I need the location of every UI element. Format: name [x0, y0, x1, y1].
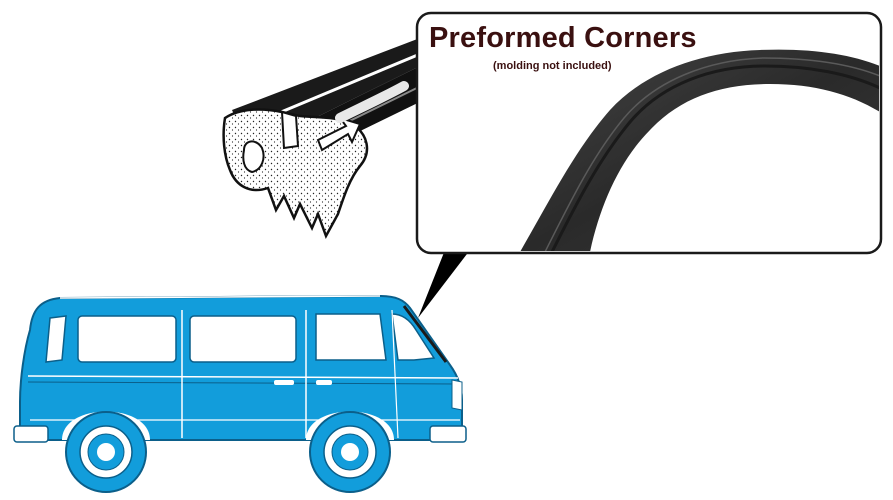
van-side-view-icon — [13, 294, 467, 493]
rear-wheel-icon — [65, 411, 147, 493]
seal-cutaway-icon — [222, 38, 432, 240]
callout-subtitle: (molding not included) — [493, 60, 612, 72]
preformed-corner-seal-icon — [520, 49, 879, 251]
callout-title: Preformed Corners — [429, 22, 697, 54]
front-wheel-icon — [309, 411, 391, 493]
